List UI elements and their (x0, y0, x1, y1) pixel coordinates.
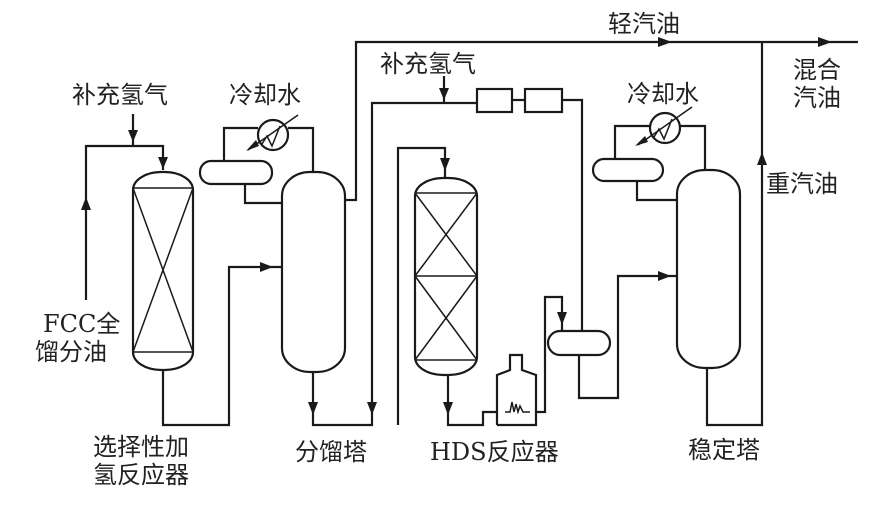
stabilizer-column (675, 168, 742, 370)
reactor1-outlet-line (161, 265, 282, 427)
arrow-icon (818, 37, 832, 47)
heavy-gasoline-line (705, 42, 764, 427)
arrow-icon (658, 271, 671, 281)
arrow-icon (308, 402, 318, 415)
label-heavy-gasoline: 重汽油 (766, 170, 838, 198)
reflux-drum-2 (591, 157, 665, 183)
reflux-line-1 (243, 184, 282, 205)
label-feed-1: FCC全 (43, 310, 120, 338)
furnace (495, 353, 538, 427)
arrow-icon (439, 88, 449, 100)
label-stabilizer: 稳定塔 (688, 436, 760, 464)
separator-drum (546, 329, 612, 357)
label-cooling-water-1: 冷却水 (229, 81, 301, 109)
arrow-icon (443, 402, 453, 415)
label-reactor1-2: 氢反应器 (93, 461, 189, 489)
label-reactor1-1: 选择性加 (93, 433, 189, 461)
reflux-line-2 (635, 181, 677, 202)
hds-reactor-vessel (413, 176, 479, 377)
label-mixed-2: 汽油 (793, 84, 841, 112)
label-mixed-1: 混合 (793, 56, 841, 84)
selective-hydrogenation-reactor (131, 170, 195, 372)
heat-exchanger-a (475, 87, 514, 114)
stabilizer-feed-line (577, 274, 677, 400)
label-light-gasoline: 轻汽油 (608, 10, 680, 38)
light-gasoline-line (345, 40, 858, 202)
label-hds-reactor: HDS反应器 (430, 438, 559, 466)
label-cooling-water-2: 冷却水 (627, 80, 699, 108)
arrow-icon (658, 37, 672, 47)
arrow-icon (367, 402, 377, 415)
reflux-drum-1 (198, 159, 274, 186)
fractionator-column (280, 170, 347, 374)
makeup-hydrogen-line-1 (81, 114, 168, 300)
arrow-icon (757, 152, 767, 165)
arrow-icon (557, 312, 567, 325)
label-feed-2: 馏分油 (35, 338, 107, 366)
overhead-condenser-1 (222, 114, 315, 172)
overhead-condenser-2 (613, 106, 707, 170)
label-fractionator: 分馏塔 (295, 438, 367, 466)
label-makeup-hydrogen-1: 补充氢气 (72, 81, 168, 109)
label-makeup-hydrogen-2: 补充氢气 (380, 50, 476, 78)
hydrogen-recycle-line (562, 98, 584, 332)
heat-exchanger-b (523, 87, 564, 114)
arrow-icon (440, 158, 450, 171)
arrow-icon (260, 262, 273, 272)
